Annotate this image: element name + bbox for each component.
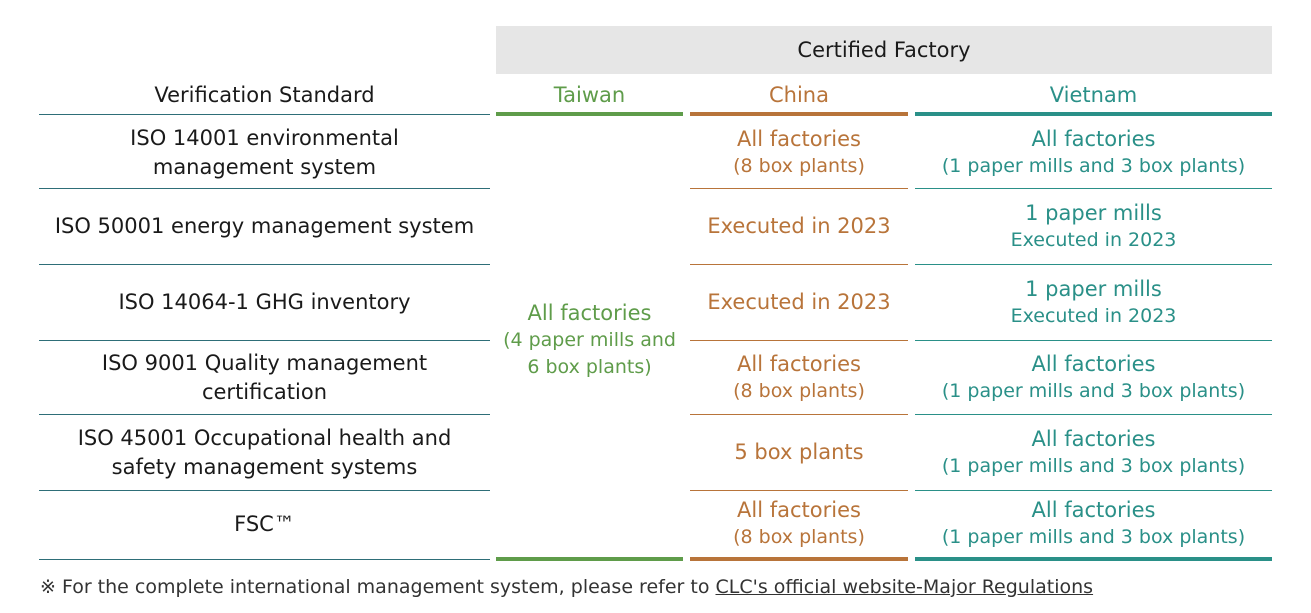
standard-line: management system: [152, 155, 377, 179]
column-header-standard: Verification Standard: [39, 78, 490, 112]
row-divider: [39, 188, 490, 189]
vietnam-line: All factories: [1031, 426, 1156, 451]
china-line: (8 box plants): [733, 155, 865, 177]
certified-factory-label: Certified Factory: [797, 38, 971, 62]
row-divider: [39, 414, 490, 415]
standard-line: ISO 50001 energy management system: [54, 214, 475, 238]
column-header-china: China: [690, 78, 908, 112]
china-line: Executed in 2023: [707, 214, 891, 238]
china-cell: All factories (8 box plants): [690, 491, 908, 557]
vietnam-line: Executed in 2023: [1010, 304, 1177, 327]
taiwan-cell-line: 6 box plants): [527, 355, 652, 378]
standard-line: ISO 14064-1 GHG inventory: [118, 290, 411, 314]
standard-cell: FSC™: [39, 491, 490, 557]
row-divider: [690, 490, 908, 491]
row-divider: [690, 264, 908, 265]
vietnam-line: All factories: [1031, 351, 1156, 376]
standard-line: ISO 45001 Occupational health and: [77, 425, 452, 450]
vietnam-cell: All factories (1 paper mills and 3 box p…: [915, 118, 1272, 188]
standard-line: safety management systems: [111, 454, 418, 479]
header-divider-standard: [39, 114, 490, 115]
column-header-china-label: China: [769, 83, 829, 107]
vietnam-cell: All factories (1 paper mills and 3 box p…: [915, 491, 1272, 557]
table-bottom-border-china: [690, 557, 908, 561]
china-line: All factories: [737, 498, 861, 522]
major-regulations-link[interactable]: CLC's official website-Major Regulations: [715, 576, 1094, 598]
header-divider-china: [690, 112, 908, 116]
table-bottom-border: [39, 559, 490, 560]
taiwan-cell-line: (4 paper mills and: [503, 328, 676, 351]
china-line: All factories: [737, 351, 861, 376]
standard-cell: ISO 9001 Quality management certificatio…: [39, 341, 490, 414]
row-divider: [39, 490, 490, 491]
vietnam-cell: All factories (1 paper mills and 3 box p…: [915, 415, 1272, 490]
row-divider: [915, 188, 1272, 189]
vietnam-line: 1 paper mills: [1025, 276, 1162, 301]
standard-cell: ISO 50001 energy management system: [39, 189, 490, 264]
vietnam-line: All factories: [1031, 498, 1156, 522]
china-line: All factories: [737, 127, 861, 151]
vietnam-cell: 1 paper mills Executed in 2023: [915, 189, 1272, 264]
china-cell: All factories (8 box plants): [690, 118, 908, 188]
header-divider-vietnam: [915, 112, 1272, 116]
standard-line: certification: [201, 379, 328, 404]
standard-cell: ISO 14064-1 GHG inventory: [39, 265, 490, 340]
column-header-standard-label: Verification Standard: [154, 83, 375, 107]
china-line: (8 box plants): [733, 379, 865, 402]
header-divider-taiwan: [496, 112, 683, 116]
vietnam-line: (1 paper mills and 3 box plants): [941, 379, 1246, 402]
row-divider: [39, 264, 490, 265]
vietnam-cell: 1 paper mills Executed in 2023: [915, 265, 1272, 340]
china-cell: Executed in 2023: [690, 265, 908, 340]
china-cell: Executed in 2023: [690, 189, 908, 264]
row-divider: [690, 188, 908, 189]
row-divider: [915, 340, 1272, 341]
vietnam-line: All factories: [1031, 127, 1156, 151]
standard-cell: ISO 45001 Occupational health and safety…: [39, 415, 490, 490]
standard-cell: ISO 14001 environmental management syste…: [39, 118, 490, 188]
vietnam-line: (1 paper mills and 3 box plants): [941, 155, 1246, 177]
row-divider: [915, 414, 1272, 415]
taiwan-cell-line: All factories: [527, 300, 652, 325]
row-divider: [915, 490, 1272, 491]
column-header-taiwan-label: Taiwan: [553, 83, 626, 107]
vietnam-line: Executed in 2023: [1010, 228, 1177, 251]
column-header-vietnam-label: Vietnam: [1049, 83, 1138, 107]
china-line: (8 box plants): [733, 526, 865, 548]
column-header-vietnam: Vietnam: [915, 78, 1272, 112]
vietnam-line: (1 paper mills and 3 box plants): [941, 454, 1246, 477]
footnote: ※ For the complete international managem…: [40, 576, 1093, 598]
vietnam-cell: All factories (1 paper mills and 3 box p…: [915, 341, 1272, 414]
china-cell: 5 box plants: [690, 415, 908, 490]
vietnam-line: (1 paper mills and 3 box plants): [941, 526, 1246, 548]
row-divider: [690, 414, 908, 415]
certified-factory-header: Certified Factory: [496, 26, 1272, 74]
table-bottom-border-vietnam: [915, 557, 1272, 561]
china-line: 5 box plants: [734, 440, 864, 464]
standard-line: FSC™: [234, 511, 295, 536]
standard-line: ISO 14001 environmental: [130, 126, 399, 150]
row-divider: [915, 264, 1272, 265]
china-cell: All factories (8 box plants): [690, 341, 908, 414]
row-divider: [39, 340, 490, 341]
china-line: Executed in 2023: [707, 290, 891, 314]
row-divider: [690, 340, 908, 341]
table-bottom-border-taiwan: [496, 557, 683, 561]
taiwan-merged-cell: All factories (4 paper mills and 6 box p…: [496, 296, 683, 384]
standard-line: ISO 9001 Quality management: [101, 350, 428, 375]
footnote-text: ※ For the complete international managem…: [40, 576, 716, 598]
column-header-taiwan: Taiwan: [496, 78, 683, 112]
vietnam-line: 1 paper mills: [1025, 200, 1162, 225]
